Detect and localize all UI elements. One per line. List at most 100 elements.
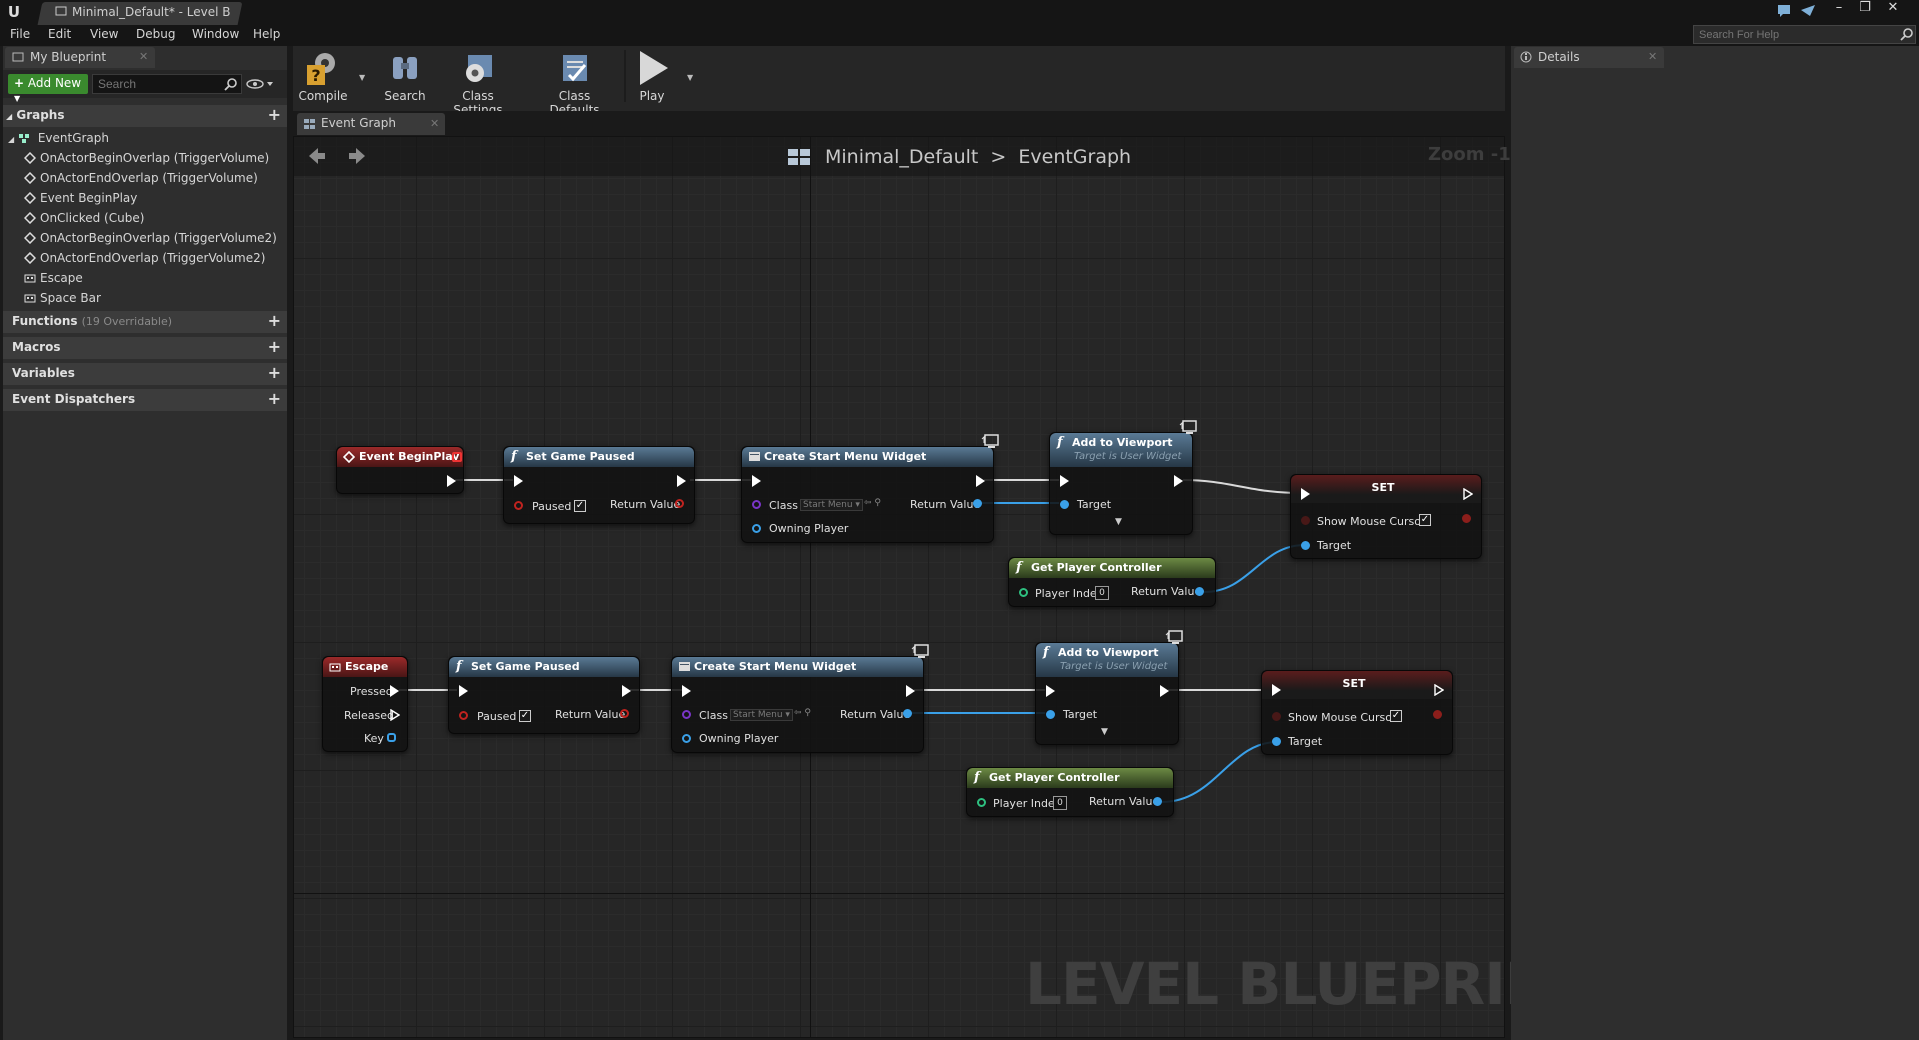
output-pin[interactable]	[1433, 710, 1442, 719]
target-pin[interactable]	[1046, 710, 1055, 719]
menu-edit[interactable]: Edit	[48, 27, 72, 41]
tree-item[interactable]: OnClicked (Cube)	[24, 211, 144, 225]
node-create-widget[interactable]: Create Start Menu Widget Class Start Men…	[671, 656, 924, 753]
exec-out-pin[interactable]	[1160, 685, 1169, 697]
compile-options-chevron-icon[interactable]: ▼	[359, 73, 366, 82]
menu-window[interactable]: Window	[192, 27, 240, 41]
exec-in-pin[interactable]	[1272, 684, 1281, 696]
forward-arrow-icon[interactable]	[347, 146, 367, 166]
delegate-pin-icon[interactable]	[452, 452, 462, 462]
menu-view[interactable]: View	[90, 27, 119, 41]
add-new-button[interactable]: + Add New ▼	[8, 74, 88, 103]
event-graph-tab[interactable]: Event Graph ✕	[297, 113, 445, 135]
browse-icon[interactable]: ⇦ ⚲	[794, 708, 811, 718]
class-defaults-button[interactable]: Class Defaults	[532, 47, 617, 117]
tree-item[interactable]: Escape	[24, 271, 83, 285]
tree-item[interactable]: OnActorBeginOverlap (TriggerVolume)	[24, 151, 269, 165]
graphs-section-header[interactable]: ◢ Graphs +	[3, 105, 287, 127]
tree-item[interactable]: OnActorEndOverlap (TriggerVolume)	[24, 171, 258, 185]
show-mouse-cursor-checkbox[interactable]: ✓	[1390, 710, 1402, 722]
search-icon[interactable]	[224, 77, 238, 91]
return-value-pin[interactable]	[1195, 587, 1204, 596]
event-dispatchers-section-header[interactable]: Event Dispatchers +	[3, 389, 287, 411]
paused-checkbox[interactable]: ✓	[574, 500, 586, 512]
key-pin[interactable]	[387, 733, 396, 742]
paused-pin[interactable]	[514, 501, 523, 510]
search-icon[interactable]	[1900, 27, 1914, 41]
exec-out-pin[interactable]	[1463, 488, 1473, 500]
node-escape-key[interactable]: Escape Pressed Released Key	[322, 656, 408, 752]
add-graph-plus-icon[interactable]: +	[267, 105, 281, 124]
eye-icon[interactable]	[246, 78, 274, 90]
help-path-icon[interactable]	[1800, 4, 1816, 17]
tree-item[interactable]: Space Bar	[24, 291, 101, 305]
graph-canvas[interactable]	[293, 136, 1505, 1038]
back-arrow-icon[interactable]	[307, 146, 327, 166]
close-button[interactable]: ✕	[1887, 0, 1899, 15]
class-dropdown[interactable]: Start Menu ▾	[800, 499, 863, 511]
player-index-input[interactable]: 0	[1053, 796, 1067, 810]
show-mouse-cursor-checkbox[interactable]: ✓	[1419, 514, 1431, 526]
blueprint-search-input[interactable]	[92, 74, 242, 94]
exec-out-pin[interactable]	[447, 475, 456, 487]
node-create-widget[interactable]: Create Start Menu Widget Class Start Men…	[741, 446, 994, 543]
exec-out-pin[interactable]	[976, 475, 985, 487]
exec-in-pin[interactable]	[459, 685, 468, 697]
target-pin[interactable]	[1060, 500, 1069, 509]
compile-button[interactable]: ? Compile	[298, 47, 348, 107]
chat-icon[interactable]	[1777, 4, 1791, 17]
add-dispatcher-plus-icon[interactable]: +	[267, 389, 281, 408]
play-options-chevron-icon[interactable]: ▼	[687, 73, 694, 82]
exec-in-pin[interactable]	[752, 475, 761, 487]
maximize-button[interactable]: ❐	[1859, 0, 1871, 15]
close-tab-icon[interactable]: ✕	[1648, 50, 1658, 63]
show-mouse-cursor-pin[interactable]	[1301, 516, 1310, 525]
expand-chevron-icon[interactable]: ▼	[1115, 517, 1122, 527]
exec-out-pin[interactable]	[622, 685, 631, 697]
variables-section-header[interactable]: Variables +	[3, 363, 287, 385]
class-pin[interactable]	[682, 710, 691, 719]
details-tab[interactable]: Details ✕	[1514, 47, 1664, 68]
help-search-input[interactable]	[1693, 25, 1916, 44]
show-mouse-cursor-pin[interactable]	[1272, 712, 1281, 721]
add-function-plus-icon[interactable]: +	[267, 311, 281, 330]
class-dropdown[interactable]: Start Menu ▾	[730, 709, 793, 721]
player-index-pin[interactable]	[1019, 588, 1028, 597]
menu-help[interactable]: Help	[253, 27, 281, 41]
owning-player-pin[interactable]	[682, 734, 691, 743]
tree-item[interactable]: OnActorBeginOverlap (TriggerVolume2)	[24, 231, 277, 245]
my-blueprint-tab[interactable]: My Blueprint ✕	[5, 47, 155, 68]
exec-out-pin[interactable]	[677, 475, 686, 487]
return-value-pin[interactable]	[620, 709, 629, 718]
target-pin[interactable]	[1301, 541, 1310, 550]
close-tab-icon[interactable]: ✕	[430, 117, 440, 130]
node-set-show-mouse-cursor[interactable]: SET Show Mouse Cursor ✓ Target	[1261, 670, 1453, 755]
return-value-pin[interactable]	[903, 709, 912, 718]
functions-section-header[interactable]: Functions(19 Overridable) +	[3, 311, 287, 333]
expand-chevron-icon[interactable]: ▼	[1101, 727, 1108, 737]
return-value-pin[interactable]	[675, 499, 684, 508]
menu-debug[interactable]: Debug	[136, 27, 176, 41]
class-settings-button[interactable]: Class Settings	[438, 47, 518, 117]
class-pin[interactable]	[752, 500, 761, 509]
browse-icon[interactable]: ⇦ ⚲	[864, 498, 881, 508]
search-button[interactable]: Search	[380, 47, 430, 107]
exec-in-pin[interactable]	[514, 475, 523, 487]
add-variable-plus-icon[interactable]: +	[267, 363, 281, 382]
target-pin[interactable]	[1272, 737, 1281, 746]
minimize-button[interactable]: –	[1835, 0, 1843, 15]
close-tab-icon[interactable]: ✕	[139, 50, 149, 63]
owning-player-pin[interactable]	[752, 524, 761, 533]
node-set-show-mouse-cursor[interactable]: SET Show Mouse Cursor ✓ Target	[1290, 474, 1482, 559]
exec-in-pin[interactable]	[1046, 685, 1055, 697]
paused-checkbox[interactable]: ✓	[519, 710, 531, 722]
node-event-beginplay[interactable]: Event BeginPlay	[336, 446, 464, 494]
tree-eventgraph[interactable]: ◢ EventGraph	[8, 131, 109, 145]
tree-item[interactable]: Event BeginPlay	[24, 191, 137, 205]
macros-section-header[interactable]: Macros +	[3, 337, 287, 359]
